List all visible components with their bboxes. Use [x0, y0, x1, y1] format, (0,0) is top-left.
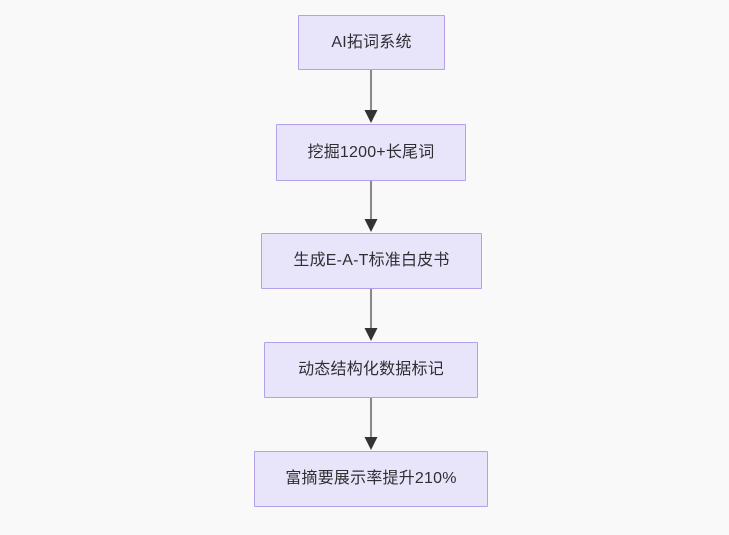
- edge-node-4-to-node-5: [364, 398, 378, 450]
- edge-node-3-to-node-4: [364, 289, 378, 341]
- flowchart-node-dynamic-structured-data-markup[interactable]: 动态结构化数据标记: [264, 342, 478, 398]
- flowchart-node-mine-longtail-keywords[interactable]: 挖掘1200+长尾词: [276, 124, 466, 181]
- node-label: 挖掘1200+长尾词: [307, 143, 435, 161]
- flowchart-node-ai-keyword-system[interactable]: AI拓词系统: [298, 15, 445, 70]
- flowchart-node-generate-eat-whitepaper[interactable]: 生成E-A-T标准白皮书: [261, 233, 482, 289]
- edge-node-2-to-node-3: [364, 181, 378, 232]
- node-label: 富摘要展示率提升210%: [285, 470, 457, 488]
- edge-node-1-to-node-2: [364, 70, 378, 123]
- node-label: 生成E-A-T标准白皮书: [293, 252, 450, 270]
- flowchart-node-rich-snippet-impression-lift[interactable]: 富摘要展示率提升210%: [254, 451, 488, 507]
- node-label: AI拓词系统: [331, 33, 412, 51]
- node-label: 动态结构化数据标记: [298, 361, 444, 379]
